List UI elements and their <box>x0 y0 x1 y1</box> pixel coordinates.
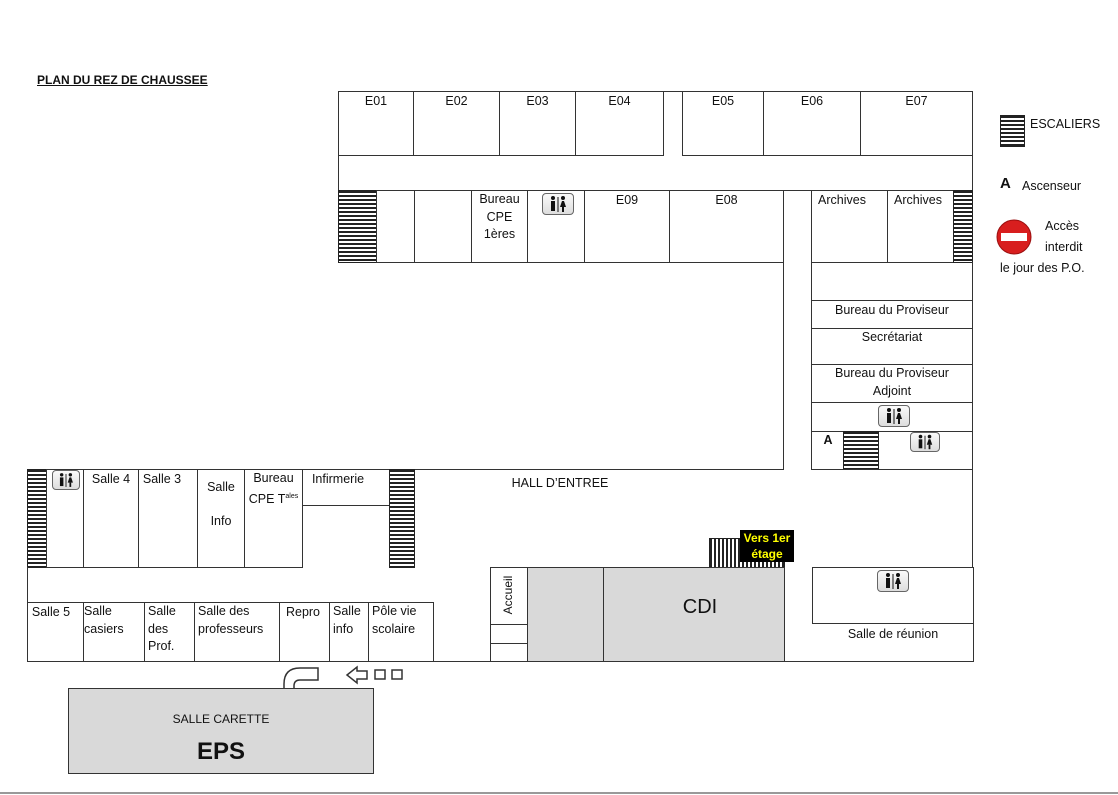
stairs-north-west <box>338 190 377 263</box>
room-archives-1[interactable] <box>811 190 888 263</box>
room-e05[interactable] <box>682 91 764 156</box>
label-salle-carette: SALLE CARETTE <box>172 712 270 726</box>
wc-icon-admin <box>878 405 910 427</box>
label-bureau-cpe-1eres: Bureau CPE 1ères <box>479 192 520 241</box>
label-infirmerie: Infirmerie <box>311 472 365 486</box>
label-e09: E09 <box>615 193 639 207</box>
room-cdi-left[interactable] <box>527 567 604 662</box>
room-e04[interactable] <box>575 91 664 156</box>
label-bureau-proviseur-adjoint: Bureau du Proviseur Adjoint <box>835 366 949 398</box>
label-salle-des-prof: Salle des Prof. <box>148 604 176 653</box>
room-accueil-3[interactable] <box>490 643 528 662</box>
label-archives-2: Archives <box>894 193 942 207</box>
legend-no-entry-3: le jour des P.O. <box>1000 261 1085 275</box>
stairs-north-east <box>953 190 973 263</box>
room-repro[interactable] <box>279 602 330 662</box>
room-small-2[interactable] <box>414 190 472 263</box>
room-accueil-2[interactable] <box>490 624 528 644</box>
room-e07[interactable] <box>860 91 973 156</box>
label-secretariat: Secrétariat <box>861 330 923 344</box>
wc-icon-north <box>542 193 574 215</box>
label-repro: Repro <box>285 605 321 619</box>
page-bottom-line <box>0 792 1118 794</box>
room-salle-4[interactable] <box>83 469 139 568</box>
west-wing-corridor-left <box>27 567 28 603</box>
room-e02[interactable] <box>413 91 500 156</box>
room-pole-vie-scolaire[interactable] <box>368 602 434 662</box>
label-e01: E01 <box>364 94 388 108</box>
legend-stairs-icon <box>1000 115 1025 147</box>
room-infirmerie[interactable] <box>302 469 390 506</box>
room-bureau-proviseur-adjoint[interactable] <box>811 364 973 403</box>
plan-title: PLAN DU REZ DE CHAUSSEE <box>37 73 208 87</box>
west-wing-top-wall-right <box>811 469 973 470</box>
label-e03: E03 <box>526 94 549 108</box>
label-e07: E07 <box>905 94 928 108</box>
corridor-wall-left <box>338 155 339 191</box>
label-salle-des-professeurs: Salle des professeurs <box>198 604 264 636</box>
legend-no-entry-2: interdit <box>1045 240 1083 254</box>
corridor-top-fill <box>339 155 972 190</box>
hall-label: HALL D’ENTREE <box>511 476 609 490</box>
label-archives-1: Archives <box>818 193 866 207</box>
label-e06: E06 <box>800 94 824 108</box>
legend-elevator-symbol: A <box>1000 175 1011 192</box>
room-salle-des-prof[interactable] <box>144 602 195 662</box>
label-salle-4: Salle 4 <box>91 472 131 486</box>
label-accueil: Accueil <box>501 575 515 615</box>
legend-elevator-label: Ascenseur <box>1022 179 1082 193</box>
legend-no-entry-1: Accès <box>1045 219 1080 233</box>
label-bureau-cpe-tales-main: Bureau CPE T <box>248 471 294 506</box>
label-pole-vie-scolaire: Pôle vie scolaire <box>372 604 417 636</box>
room-salle-5[interactable] <box>27 602 84 662</box>
label-e08: E08 <box>715 193 738 207</box>
upstairs-label-2: étage <box>751 547 783 561</box>
room-salle-3[interactable] <box>138 469 198 568</box>
legend-stairs-label: ESCALIERS <box>1030 117 1101 131</box>
room-cdi[interactable] <box>603 567 785 662</box>
label-e04: E04 <box>608 94 631 108</box>
elevator-admin-label: A <box>823 433 833 447</box>
room-small-1[interactable] <box>376 190 415 263</box>
label-salle-de-reunion: Salle de réunion <box>847 627 939 641</box>
room-bureau-cpe-tales[interactable] <box>244 469 303 568</box>
reunion-wall-right <box>973 623 974 662</box>
label-salle-3: Salle 3 <box>142 472 182 486</box>
room-salle-carette[interactable] <box>68 688 374 774</box>
room-e01[interactable] <box>338 91 414 156</box>
corridor-wall-right <box>972 155 973 191</box>
label-bureau-proviseur: Bureau du Proviseur <box>835 303 949 317</box>
room-bureau-proviseur[interactable] <box>811 300 973 329</box>
room-salle-casiers[interactable] <box>83 602 145 662</box>
left-arrow-icon <box>345 665 403 685</box>
upstairs-label-1: Vers 1er <box>743 531 791 545</box>
wall-e08-east <box>783 262 784 470</box>
label-cdi: CDI <box>682 596 718 618</box>
wc-icon-reunion <box>877 570 909 592</box>
wc-icon-west <box>52 470 80 490</box>
stairs-infirmerie <box>389 469 415 568</box>
room-bureau-cpe-1eres[interactable] <box>471 190 528 263</box>
label-eps: EPS <box>196 738 246 765</box>
room-e09[interactable] <box>584 190 670 263</box>
no-entry-icon <box>996 219 1032 255</box>
room-e08[interactable] <box>669 190 784 263</box>
label-salle-info-south: Salle info <box>333 604 361 636</box>
stairs-west <box>27 469 47 568</box>
label-bureau-cpe-tales: Bureau CPE Tales <box>244 470 303 508</box>
upstairs-label: Vers 1er étage <box>740 530 794 562</box>
room-e03[interactable] <box>499 91 576 156</box>
label-salle-5: Salle 5 <box>31 605 71 619</box>
label-salle-info-west: Salle Info <box>207 480 235 528</box>
label-e05: E05 <box>711 94 735 108</box>
label-bureau-cpe-tales-sup: ales <box>285 492 299 500</box>
label-salle-casiers: Salle casiers <box>84 604 124 636</box>
stairs-admin <box>843 431 879 470</box>
label-e02: E02 <box>445 94 468 108</box>
wc-icon-admin-2 <box>910 432 940 452</box>
